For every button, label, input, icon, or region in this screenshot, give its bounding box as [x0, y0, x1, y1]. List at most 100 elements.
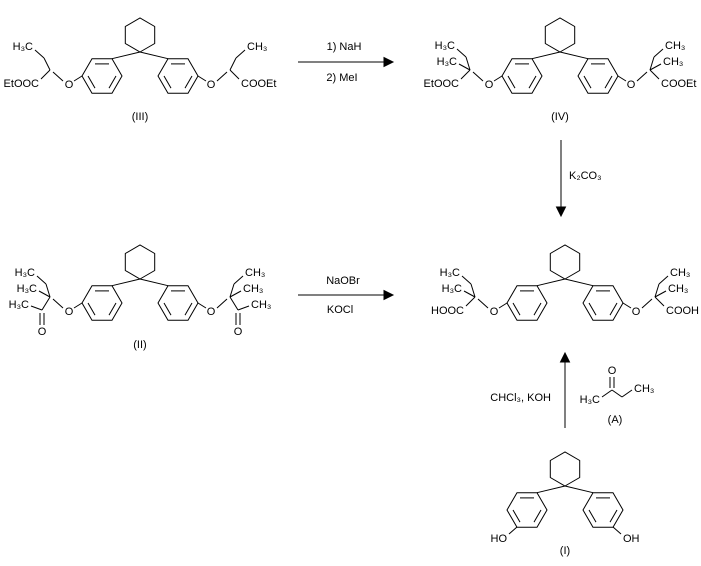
- iv-right-methyl-label: CH₃: [663, 56, 683, 68]
- a-carbonyl-o-label: O: [608, 365, 617, 377]
- structure-ii-bonds: [30, 275, 250, 325]
- i-left-hydroxyl-label: HO: [491, 533, 508, 545]
- bond: [641, 298, 653, 309]
- ii-right-ethyl-label: CH₃: [245, 267, 265, 279]
- bond: [472, 71, 484, 82]
- bond: [611, 389, 623, 398]
- ii-left-ethyl-label: H₃C: [15, 267, 35, 279]
- structure-product: H₃C H₃C HOOC O O COOH CH₃ CH₃: [431, 244, 699, 321]
- structure-iv-id-label: (IV): [551, 111, 569, 123]
- ii-left-ether-o-label: O: [65, 306, 74, 318]
- arrow-iii-to-iv: 1) NaH 2) MeI: [298, 41, 395, 84]
- bisphenol-cyclohexane-core: [81, 17, 199, 94]
- iv-left-ether-o-label: O: [485, 79, 494, 91]
- arrowhead: [559, 351, 571, 363]
- bisphenol-cyclohexane-core: [506, 451, 624, 528]
- bond: [52, 71, 64, 82]
- bond: [229, 69, 240, 80]
- bond: [235, 49, 246, 59]
- bond: [465, 296, 476, 307]
- iii-left-ether-o-label: O: [65, 79, 74, 91]
- iv-right-ester-label: COOEt: [661, 78, 696, 90]
- bond: [470, 283, 476, 298]
- product-left-methyl-label: H₃C: [442, 283, 462, 295]
- ii-left-methyl-label: H₃C: [17, 283, 37, 295]
- arrowhead: [555, 206, 567, 218]
- reagent-mei-label: 2) MeI: [326, 72, 357, 84]
- a-left-methyl-label: H₃C: [580, 394, 600, 406]
- a-right-methyl-label: CH₃: [634, 383, 654, 395]
- structure-a-bonds: [601, 377, 633, 398]
- ii-right-ether-o-label: O: [207, 306, 216, 318]
- bond: [43, 57, 51, 71]
- bond: [233, 275, 244, 285]
- structure-product-bonds: [461, 275, 669, 309]
- bond: [508, 526, 518, 535]
- iv-right-ethyl-label: CH₃: [665, 40, 685, 52]
- bond: [649, 63, 662, 71]
- product-left-ether-o-label: O: [490, 306, 499, 318]
- iii-right-ethyl-label: CH₃: [247, 41, 267, 53]
- bond: [654, 296, 665, 307]
- bond: [197, 302, 207, 309]
- i-right-hydroxyl-label: OH: [623, 533, 640, 545]
- arrow-ii-to-product: NaOBr KOCl: [298, 275, 395, 316]
- bond: [237, 305, 250, 311]
- bond: [654, 290, 667, 298]
- bond: [229, 296, 239, 311]
- bond: [45, 283, 51, 298]
- bond: [463, 290, 476, 298]
- reagent-k2co3-label: K₂CO₃: [569, 170, 602, 182]
- bond: [612, 526, 622, 535]
- ii-right-acetyl-methyl-label: CH₃: [251, 299, 271, 311]
- bond: [658, 275, 669, 285]
- bond: [30, 305, 43, 311]
- structure-iii-bonds: [34, 49, 246, 82]
- bond: [41, 296, 51, 311]
- ii-left-acetyl-methyl-label: H₃C: [9, 299, 29, 311]
- iv-left-ethyl-label: H₃C: [435, 40, 455, 52]
- product-left-ethyl-label: H₃C: [440, 267, 460, 279]
- iv-right-ether-o-label: O: [627, 79, 636, 91]
- bond: [498, 302, 508, 309]
- structure-i-id-label: (I): [560, 545, 570, 557]
- bond: [73, 302, 83, 309]
- bisphenol-cyclohexane-core: [506, 244, 624, 321]
- bond: [456, 48, 467, 58]
- ii-right-methyl-label: CH₃: [243, 283, 263, 295]
- structure-a: O H₃C CH₃ (A): [580, 365, 655, 426]
- structure-i: HO OH (I): [491, 451, 640, 557]
- bond: [229, 290, 242, 298]
- bond: [73, 75, 83, 82]
- bond: [38, 290, 51, 298]
- bond: [229, 283, 235, 298]
- structure-ii: H₃C H₃C H₃C O O O CH₃ CH₃ CH₃ O (II): [9, 244, 271, 351]
- structure-i-bonds: [508, 526, 622, 535]
- bond: [216, 71, 228, 82]
- reagent-kocl-label: KOCl: [327, 304, 353, 316]
- iii-right-ester-label: COOEt: [241, 78, 276, 90]
- bond: [465, 56, 471, 71]
- structure-ii-id-label: (II): [133, 339, 146, 351]
- bond: [649, 69, 660, 80]
- product-right-ether-o-label: O: [632, 306, 641, 318]
- bond: [460, 69, 471, 80]
- iv-left-methyl-label: H₃C: [437, 56, 457, 68]
- bond: [636, 71, 648, 82]
- ii-right-carbonyl-o-label: O: [234, 326, 243, 338]
- structure-iii: H₃C EtOOC O O COOEt CH₃ (III): [4, 17, 276, 123]
- arrow-i-to-product: CHCl₃, KOH: [490, 351, 571, 428]
- bond: [52, 298, 64, 309]
- arrowhead: [383, 56, 395, 68]
- product-right-acid-label: COOH: [666, 305, 699, 317]
- structure-a-id-label: (A): [608, 414, 623, 426]
- bond: [654, 283, 660, 298]
- bond: [621, 389, 633, 398]
- iii-left-ethyl-label: H₃C: [13, 41, 33, 53]
- bond: [461, 275, 472, 285]
- bond: [477, 298, 489, 309]
- bond: [216, 298, 228, 309]
- iii-left-ester-label: EtOOC: [4, 78, 40, 90]
